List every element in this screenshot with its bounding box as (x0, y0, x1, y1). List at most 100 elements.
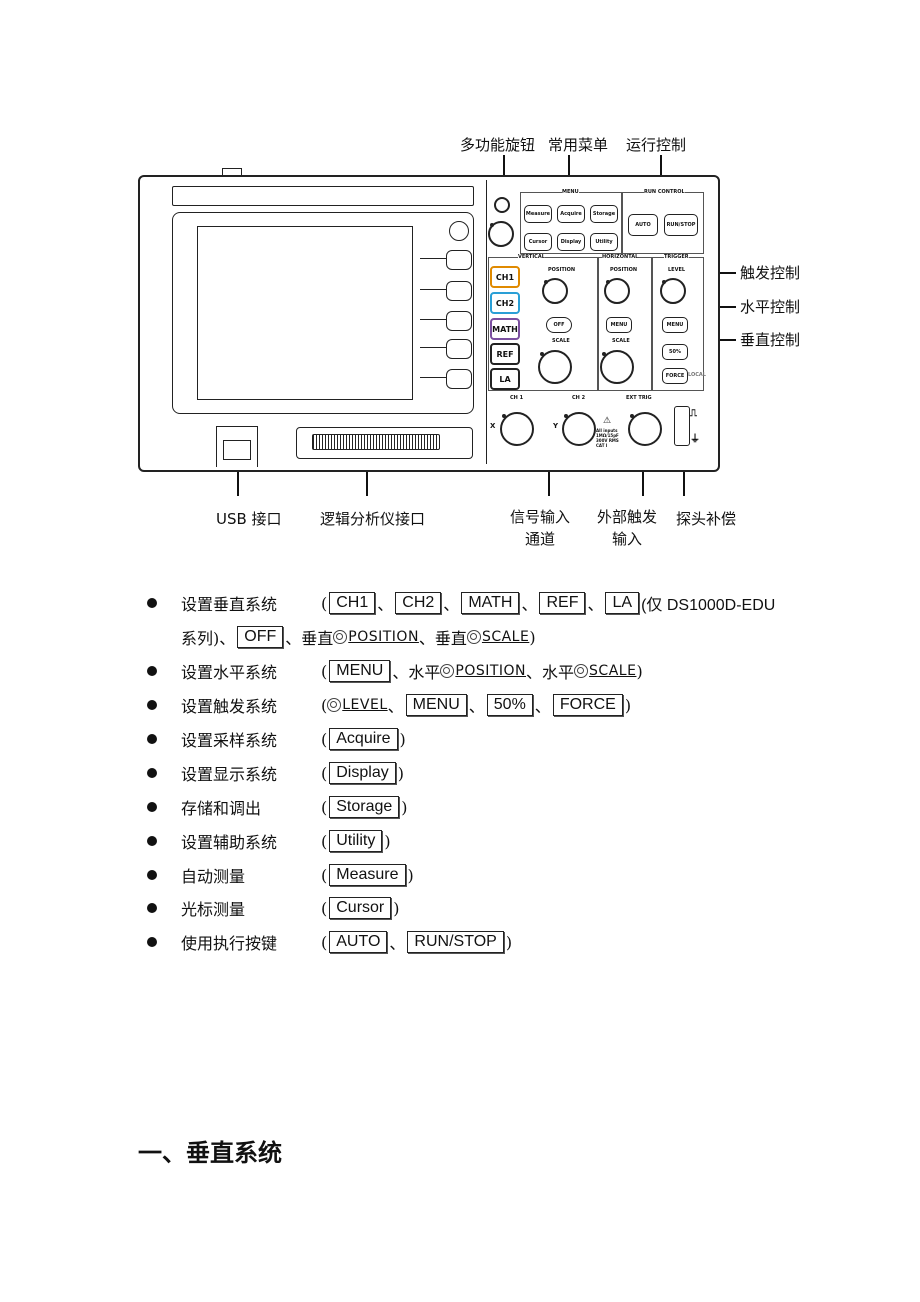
v-position-label: POSITION (548, 267, 576, 273)
acquire-button[interactable]: Acquire (557, 205, 585, 223)
usb-port-housing (216, 426, 258, 467)
menu-group-title: MENU (562, 189, 579, 195)
bullet-icon (147, 734, 157, 744)
auto-key: AUTO (329, 931, 388, 953)
list-item-label: 设置触发系统 (181, 697, 278, 716)
cursor-button[interactable]: Cursor (524, 233, 552, 251)
soft-key[interactable] (446, 281, 472, 301)
list-item-label: 设置辅助系统 (181, 833, 278, 852)
multi-function-knob[interactable] (488, 221, 514, 247)
list-item: 设置辅助系统 ( Utility ) (147, 826, 391, 856)
paren: ) (529, 627, 536, 647)
separator: 、 (534, 697, 551, 716)
separator: 、 (387, 697, 404, 716)
ch2-key: CH2 (395, 592, 442, 614)
h-scale-label: SCALE (612, 338, 630, 344)
run-stop-button[interactable]: RUN/STOP (664, 214, 698, 236)
pointer-line (366, 458, 368, 496)
model-note: (仅 DS1000D-EDU (641, 597, 776, 614)
paren: ( (321, 729, 328, 749)
run-control-title: RUN CONTROL (644, 189, 685, 195)
measure-key: Measure (329, 864, 406, 886)
display-key: Display (329, 762, 396, 784)
bullet-icon (147, 937, 157, 947)
ch2-button[interactable]: CH2 (490, 292, 520, 314)
top-slot (172, 186, 474, 206)
h-scale-knob[interactable] (600, 350, 634, 384)
usb-port[interactable] (223, 440, 251, 460)
h-position-knob[interactable] (604, 278, 630, 304)
math-button[interactable]: MATH (490, 318, 520, 340)
callout-ext-trig: 外部触发输入 (597, 506, 657, 550)
measure-button[interactable]: Measure (524, 205, 552, 223)
trigger-level-label: LEVEL (668, 267, 686, 273)
h-menu-button[interactable]: MENU (606, 317, 632, 333)
la-button[interactable]: LA (490, 368, 520, 390)
soft-key[interactable] (446, 339, 472, 359)
v-scale-knob[interactable] (538, 350, 572, 384)
knob-icon (466, 630, 481, 644)
trigger-title: TRIGGER (664, 254, 689, 260)
ch2-bnc-input[interactable] (562, 412, 596, 446)
soft-key-line (420, 377, 446, 378)
section-heading: 一、垂直系统 (138, 1139, 282, 1167)
separator: 、 (443, 595, 460, 614)
auto-button[interactable]: AUTO (628, 214, 658, 236)
off-button[interactable]: OFF (546, 317, 572, 333)
utility-button[interactable]: Utility (590, 233, 618, 251)
probe-comp-terminal[interactable] (674, 406, 690, 446)
horizontal-title: HORIZONTAL (602, 254, 639, 260)
la-key: LA (605, 592, 640, 614)
trigger-level-knob[interactable] (660, 278, 686, 304)
pointer-line (237, 466, 239, 496)
local-label: LOCAL (688, 372, 706, 378)
menu-key: MENU (329, 660, 391, 682)
separator: 、水平 (526, 663, 575, 682)
separator: 、 (389, 934, 406, 953)
ext-trig-bnc-input[interactable] (628, 412, 662, 446)
v-scale-knob-ref: SCALE (466, 629, 529, 645)
callout-multi-knob: 多功能旋钮 (460, 136, 536, 154)
display-button[interactable]: Display (557, 233, 585, 251)
separator: 、水平 (392, 663, 441, 682)
paren: ( (321, 932, 328, 952)
level-knob-ref: LEVEL (327, 697, 387, 713)
list-item: 设置显示系统 ( Display ) (147, 758, 404, 788)
continuation-text: 系列)、 (181, 629, 236, 648)
paren: ) (384, 831, 391, 851)
paren: ( (321, 695, 328, 715)
screen-bezel (172, 212, 474, 414)
soft-key[interactable] (446, 311, 472, 331)
paren: ( (321, 831, 328, 851)
cursor-key: Cursor (329, 897, 392, 919)
callout-la-port: 逻辑分析仪接口 (320, 510, 426, 528)
soft-key[interactable] (446, 250, 472, 270)
paren: ) (636, 661, 643, 681)
list-item-label: 自动测量 (181, 867, 246, 886)
paren: ) (401, 797, 408, 817)
storage-button[interactable]: Storage (590, 205, 618, 223)
v-position-knob[interactable] (542, 278, 568, 304)
ref-button[interactable]: REF (490, 343, 520, 365)
ch1-bnc-input[interactable] (500, 412, 534, 446)
ch1-input-label: CH 1 (510, 395, 524, 401)
list-item: 存储和调出 ( Storage ) (147, 792, 408, 822)
knob-icon (440, 664, 455, 678)
paren: ) (399, 729, 406, 749)
list-item: 光标测量 ( Cursor ) (147, 893, 400, 923)
ch1-key: CH1 (329, 592, 376, 614)
list-item: 使用执行按键 ( AUTO 、 RUN/STOP ) (147, 927, 512, 957)
power-button[interactable] (449, 221, 469, 241)
separator: 、 (521, 595, 538, 614)
pointer-line (642, 448, 644, 496)
soft-key[interactable] (446, 369, 472, 389)
t-menu-button[interactable]: MENU (662, 317, 688, 333)
la-port[interactable] (312, 434, 440, 450)
callout-usb-port: USB 接口 (216, 510, 282, 528)
ext-trig-label: EXT TRIG (626, 395, 652, 401)
callout-probe-comp: 探头补偿 (676, 510, 737, 528)
ch1-button[interactable]: CH1 (490, 266, 520, 288)
force-button[interactable]: FORCE (662, 368, 688, 384)
fifty-percent-button[interactable]: 50% (662, 344, 688, 360)
